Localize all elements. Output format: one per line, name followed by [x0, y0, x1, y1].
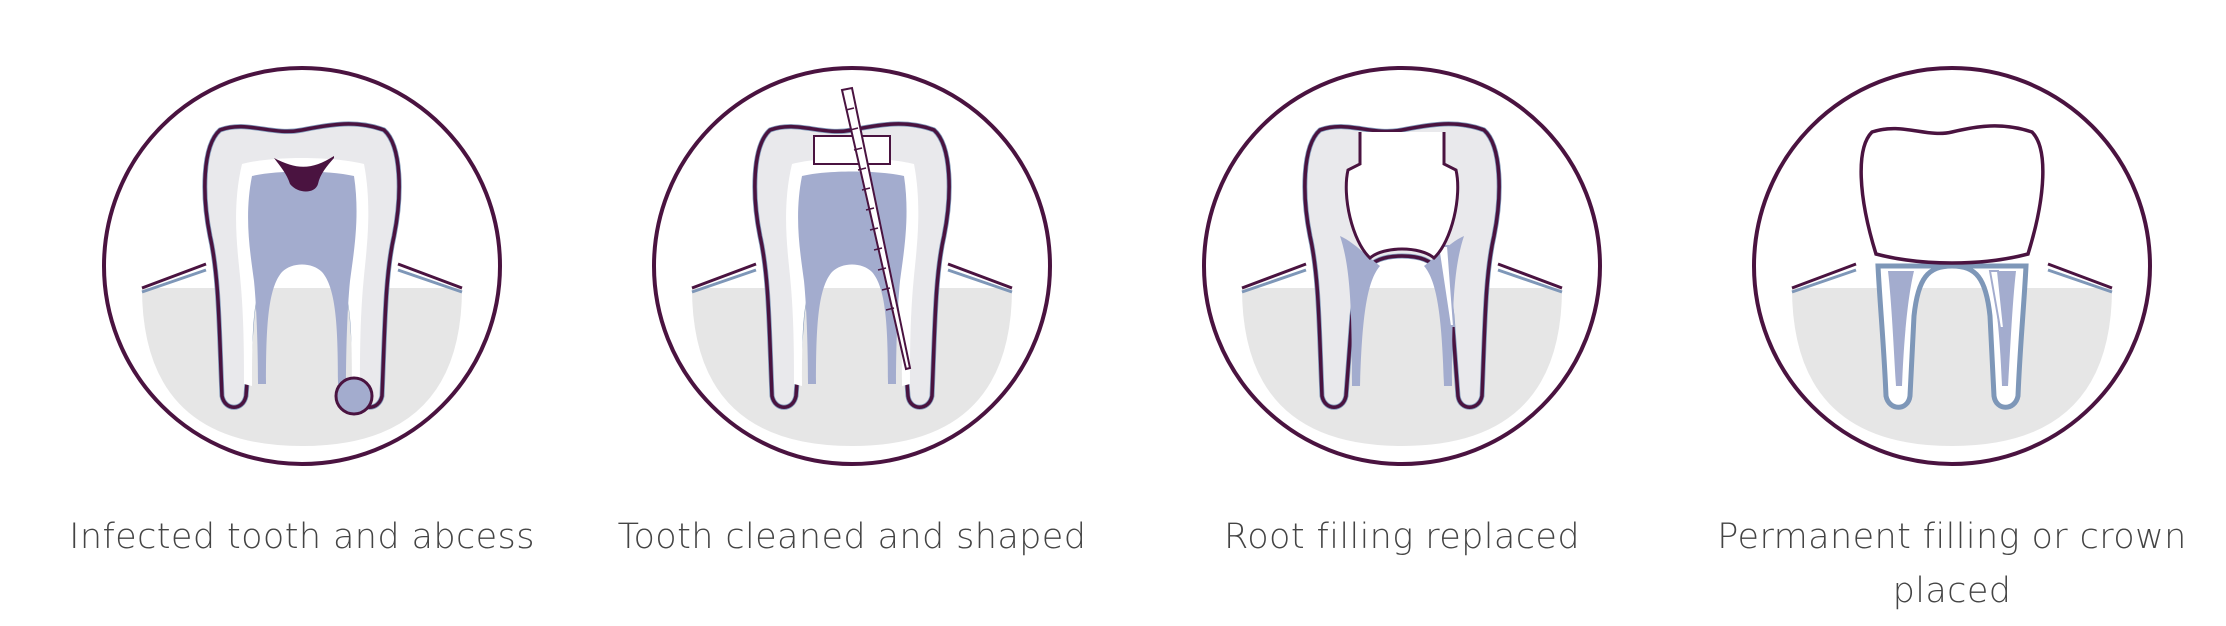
step-caption: Tooth cleaned and shaped [617, 517, 1087, 557]
step-caption: Infected tooth and abcess [69, 517, 535, 557]
cleaned-tooth-icon [652, 66, 1052, 466]
infected-tooth-icon [102, 66, 502, 466]
step-caption: Root filling replaced [1224, 517, 1580, 557]
step-infected: Infected tooth and abcess [24, 0, 580, 626]
step-crowned: Permanent filling or crown placed [1674, 0, 2226, 626]
root-filled-tooth-icon [1202, 66, 1602, 466]
step-caption: Permanent filling or crown placed [1717, 517, 2187, 611]
step-root-filled: Root filling replaced [1124, 0, 1680, 626]
crowned-tooth-icon [1752, 66, 2152, 466]
endodontic-file-icon [840, 86, 912, 371]
step-cleaned: Tooth cleaned and shaped [574, 0, 1130, 626]
